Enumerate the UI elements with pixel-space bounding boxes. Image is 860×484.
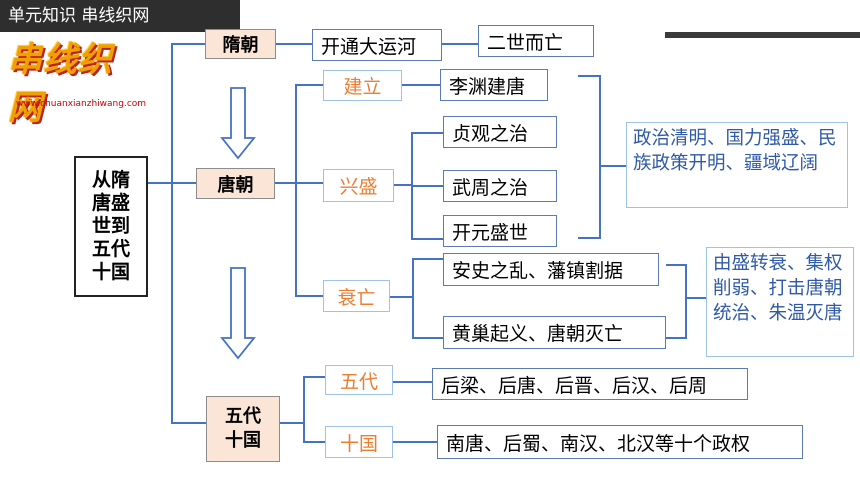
five-dynasties-label: 五代 — [325, 365, 393, 395]
root-line: 十国 — [91, 261, 130, 283]
root-line: 从隋 — [91, 169, 130, 191]
logo: 串线织网 www.chuanxianzhiwang.com — [8, 36, 146, 128]
header-title: 单元知识 串线织网 — [0, 0, 240, 32]
tang-prosperity-label: 兴盛 — [323, 169, 394, 202]
five-dynasties-list: 后梁、后唐、后晋、后汉、后周 — [432, 368, 748, 400]
five-title-line: 五代 — [225, 406, 261, 427]
root-line: 世到 — [91, 215, 130, 237]
sui-dynasty-node: 隋朝 — [205, 29, 276, 59]
logo-subtext: www.chuanxianzhiwang.com — [16, 99, 147, 109]
sui-result-box: 二世而亡 — [478, 25, 594, 57]
five-title-line: 十国 — [225, 430, 261, 451]
decline-event: 黄巢起义、唐朝灭亡 — [443, 316, 666, 349]
sui-event-box: 开通大运河 — [312, 29, 442, 61]
logo-text: 串线织网 — [8, 40, 113, 128]
ten-kingdoms-label: 十国 — [325, 426, 393, 458]
root-topic: 从隋 唐盛 世到 五代 十国 — [74, 156, 148, 297]
tang-founding-label: 建立 — [323, 70, 402, 101]
decline-summary: 由盛转衰、集权削弱、打击唐朝统治、朱温灭唐 — [706, 247, 854, 357]
ten-kingdoms-list: 南唐、后蜀、南汉、北汉等十个政权 — [437, 425, 803, 459]
tang-dynasty-node: 唐朝 — [196, 168, 275, 199]
down-arrow-icon — [220, 267, 256, 360]
decline-event: 安史之乱、藩镇割据 — [443, 253, 659, 286]
header-rule — [665, 32, 860, 38]
root-line: 五代 — [91, 238, 130, 260]
prosperity-summary: 政治清明、国力强盛、民族政策开明、疆域辽阔 — [626, 122, 848, 208]
prosperity-event: 开元盛世 — [443, 215, 557, 247]
tang-founding-event: 李渊建唐 — [440, 69, 548, 101]
down-arrow-icon — [220, 87, 256, 160]
prosperity-event: 贞观之治 — [443, 116, 557, 148]
tang-decline-label: 衰亡 — [323, 280, 390, 312]
five-dynasties-node: 五代 十国 — [206, 396, 280, 462]
prosperity-event: 武周之治 — [443, 170, 557, 202]
root-line: 唐盛 — [91, 192, 130, 214]
down-arrows — [220, 87, 256, 360]
